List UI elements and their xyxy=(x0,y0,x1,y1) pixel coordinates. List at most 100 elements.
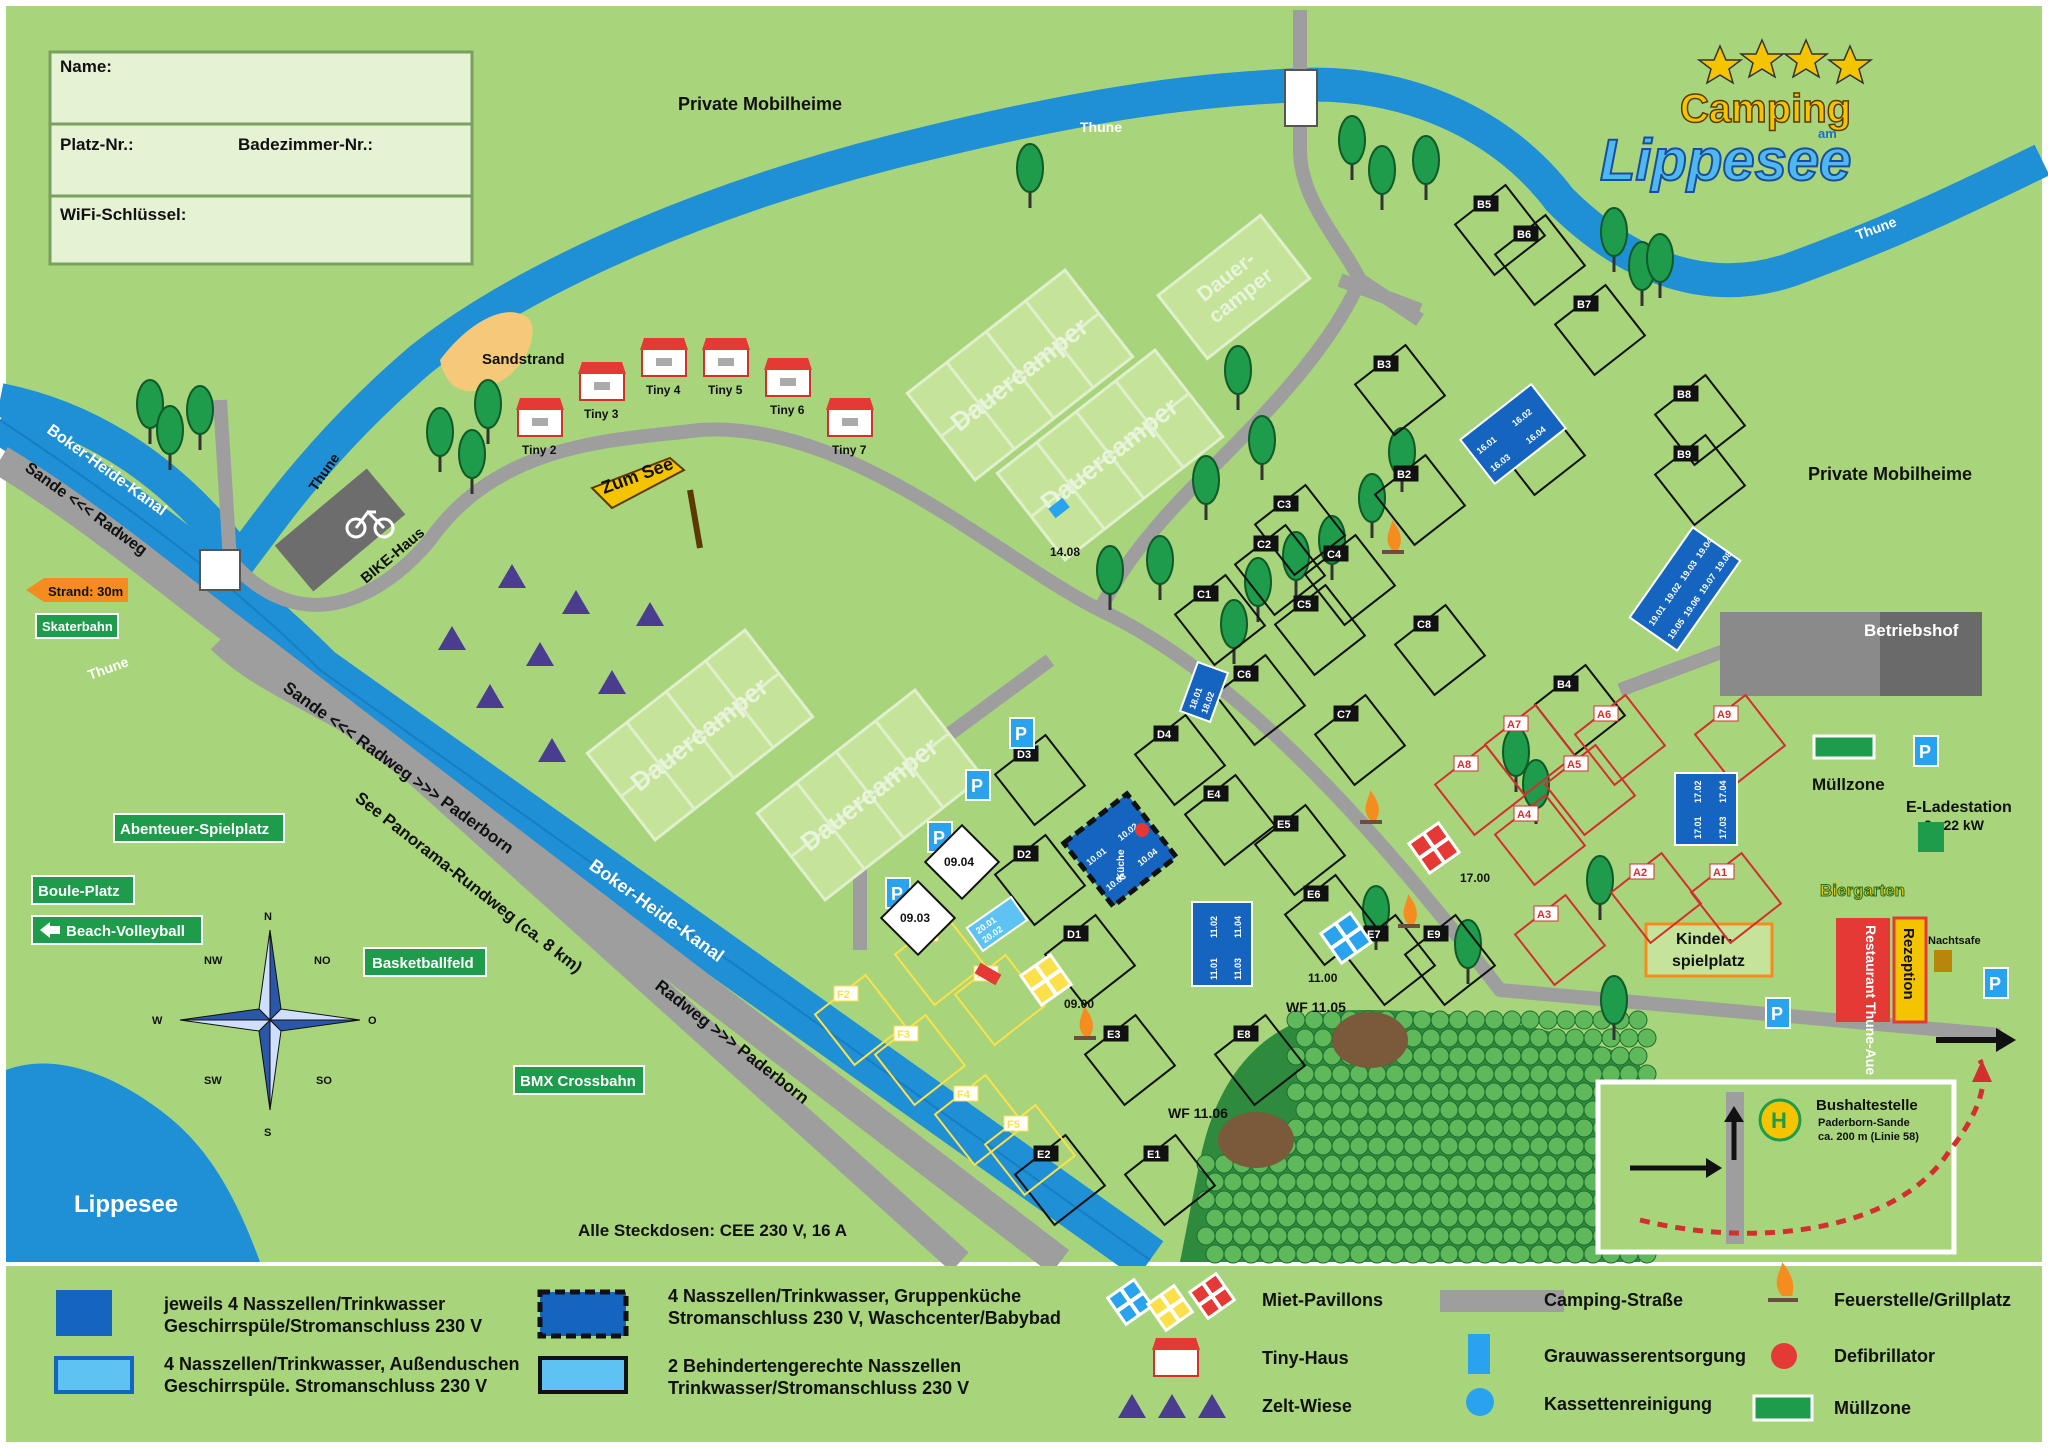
pitch-label: C8 xyxy=(1417,619,1431,631)
pitch-label: B7 xyxy=(1577,299,1591,311)
kinderspielplatz xyxy=(1644,922,1774,978)
pitch-label: D3 xyxy=(1017,749,1031,761)
basketball-sign xyxy=(363,947,487,977)
tree-icon xyxy=(1224,345,1252,410)
label-boule: Boule-Platz xyxy=(38,883,120,900)
pitch-label: Platz-Nr.: xyxy=(60,135,134,154)
pitch-label: C4 xyxy=(1327,549,1342,561)
label-tiny: Tiny 5 xyxy=(708,383,743,397)
label-strand: Strand: 30m xyxy=(48,584,123,599)
tiny-house-icon xyxy=(578,362,626,401)
pitch-label: A1 xyxy=(1713,867,1727,879)
fire-icon xyxy=(1398,894,1420,928)
tent-icon xyxy=(598,670,626,694)
parking-icon xyxy=(1009,717,1035,749)
label-tiny: Tiny 7 xyxy=(832,443,867,457)
tree-icon xyxy=(1192,455,1220,520)
label-skaterbahn: Skaterbahn xyxy=(42,619,113,634)
label-sandstrand: Sandstrand xyxy=(482,351,565,368)
pitch-label: A2 xyxy=(1633,867,1647,879)
tree-icon xyxy=(1244,557,1272,622)
pitch-label: E4 xyxy=(1207,789,1221,801)
label-betriebshof: Betriebshof xyxy=(1864,621,1959,640)
tent-icon xyxy=(636,602,664,626)
legend: jeweils 4 Nasszellen/Trinkwasser Geschir… xyxy=(6,1262,2042,1442)
numbered-spot-label: 14.08 xyxy=(1050,545,1080,559)
tree-icon xyxy=(1368,145,1396,210)
guest-info-box: Name: Platz-Nr.: Badezimmer-Nr.: WiFi-Sc… xyxy=(48,50,474,266)
tree-icon xyxy=(1600,207,1628,272)
bus-stop-panel: H Bushaltestelle Paderborn-Sande ca. 200… xyxy=(1595,1058,1986,1255)
legend-feuer: Feuerstelle/Grillplatz xyxy=(1834,1290,2011,1310)
tree-icon xyxy=(1248,415,1276,480)
restaurant-building xyxy=(1836,918,1890,1022)
pitch-label: E1 xyxy=(1147,1149,1160,1161)
label-e-lade: E-Ladestation xyxy=(1906,799,2012,816)
label-kinderspielplatz-a: Kinder- xyxy=(1676,931,1732,948)
pitch-label: D2 xyxy=(1017,849,1031,861)
pavilion-icon xyxy=(1318,910,1374,966)
logo-am: am xyxy=(1818,126,1837,141)
tree-icon xyxy=(1586,855,1614,920)
parking-icon xyxy=(1765,997,1791,1029)
fire-icon xyxy=(1382,520,1404,554)
pitch-label: E7 xyxy=(1367,929,1380,941)
tent-icon xyxy=(498,564,526,588)
logo-camping: Camping xyxy=(1680,87,1851,131)
legend-strasse: Camping-Straße xyxy=(1544,1290,1683,1310)
legend-accessible-icon xyxy=(538,1356,628,1394)
tiny-house-icon xyxy=(516,398,564,437)
tree-icon xyxy=(1358,473,1386,538)
star-icon xyxy=(1696,38,1874,85)
pitch-label: A4 xyxy=(1517,809,1532,821)
tent-icon xyxy=(526,642,554,666)
pitch-label: A8 xyxy=(1457,759,1471,771)
legend-kitchen-icon xyxy=(537,1289,629,1339)
legend-l3a: 4 Nasszellen/Trinkwasser, Gruppenküche xyxy=(668,1286,1021,1306)
strand-sign xyxy=(26,578,128,602)
bmx-sign xyxy=(513,1065,645,1095)
fire-icon xyxy=(1074,1006,1096,1040)
legend-muell: Müllzone xyxy=(1834,1398,1911,1418)
pitch-label: A6 xyxy=(1597,709,1611,721)
name-label: Name: xyxy=(60,57,112,76)
legend-l4b: Trinkwasser/Stromanschluss 230 V xyxy=(668,1378,969,1398)
wellness-fass-1106 xyxy=(1218,1112,1294,1168)
pitch-label: D4 xyxy=(1157,729,1172,741)
pitch-label: B6 xyxy=(1517,229,1531,241)
logo-lippesee: Lippesee xyxy=(1600,128,1851,193)
defibrillator-icon xyxy=(1135,823,1149,837)
abenteuer-sign xyxy=(113,813,285,843)
legend-zelt: Zelt-Wiese xyxy=(1262,1396,1352,1416)
rezeption-building xyxy=(1892,916,1928,1024)
compass-label: O xyxy=(368,1015,377,1027)
bus-stop-icon xyxy=(1758,1098,1802,1142)
label-wf1106: WF 11.06 xyxy=(1168,1105,1228,1121)
pitch-label: A9 xyxy=(1717,709,1731,721)
pitch-label: A3 xyxy=(1537,909,1551,921)
compass-label: NW xyxy=(204,955,223,967)
fire-icon xyxy=(1360,790,1382,824)
pavilion-icon xyxy=(1406,820,1462,876)
label-kinderspielplatz-b: spielplatz xyxy=(1672,953,1745,970)
pitch-label: F5 xyxy=(1007,1119,1020,1131)
legend-tiny: Tiny-Haus xyxy=(1262,1348,1349,1368)
tree-icon xyxy=(186,385,214,450)
pitch-label: E5 xyxy=(1277,819,1290,831)
compass-label: SO xyxy=(316,1075,332,1087)
legend-tent-icon xyxy=(1118,1394,1226,1418)
tree-icon xyxy=(1096,545,1124,610)
numbered-spot xyxy=(923,823,1001,901)
bike-icon xyxy=(345,509,395,539)
label-tiny: Tiny 2 xyxy=(522,443,557,457)
pavilion-number: 17.00 xyxy=(1460,871,1490,885)
tent-icon xyxy=(538,738,566,762)
pitch-label: E9 xyxy=(1427,929,1440,941)
tent-icon xyxy=(562,590,590,614)
label-beach: Beach-Volleyball xyxy=(66,923,185,940)
parking-letter: P xyxy=(1015,724,1027,744)
label-basketball: Basketballfeld xyxy=(372,955,474,972)
pitch-label: B2 xyxy=(1397,469,1411,481)
